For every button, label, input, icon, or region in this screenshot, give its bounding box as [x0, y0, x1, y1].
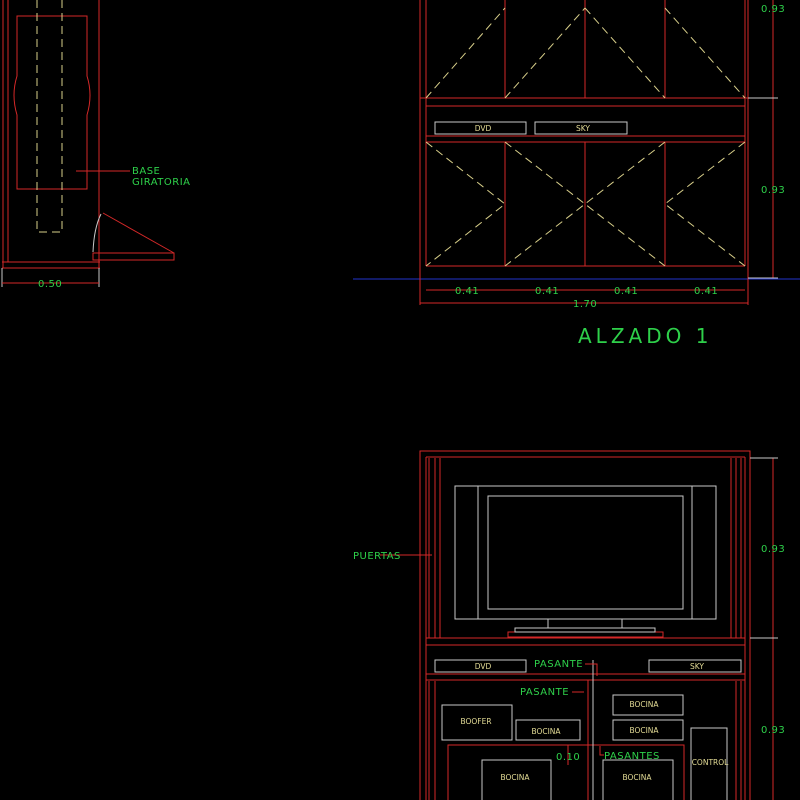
dvd-label: DVD — [475, 662, 492, 671]
drawing-title: ALZADO 1 — [578, 324, 712, 348]
pasante-label: PASANTE — [520, 687, 569, 698]
rotating-base — [13, 15, 91, 190]
dvd-box — [434, 121, 527, 135]
pasantes-label: PASANTES — [604, 751, 660, 762]
boofer-label: BOOFER — [460, 717, 491, 726]
dvd-box — [434, 659, 527, 673]
height-dimension: 0.93 — [761, 544, 785, 555]
height-dimension: 0.93 — [761, 4, 785, 15]
sky-box — [648, 659, 742, 673]
tv-screen — [487, 495, 684, 610]
side-view: 0.50 BASE GIRATORIA — [1, 0, 191, 290]
height-dimension: 0.93 — [761, 725, 785, 736]
gap-dimension: 0.10 — [556, 752, 580, 763]
doors-label: PUERTAS — [353, 551, 401, 562]
sky-box — [534, 121, 628, 135]
base-label: BASE — [132, 166, 160, 177]
sky-label: SKY — [576, 124, 590, 133]
dvd-label: DVD — [475, 124, 492, 133]
sky-label: SKY — [690, 662, 704, 671]
total-width-dimension: 1.70 — [573, 299, 597, 310]
module-dimension: 0.41 — [614, 286, 638, 297]
elevation-1: DVD SKY 0.93 0.93 0.41 0.41 0.41 0.41 1.… — [353, 0, 800, 348]
width-dimension: 0.50 — [38, 279, 62, 290]
bocina-label: BOCINA — [622, 773, 652, 782]
bocina-label: BOCINA — [500, 773, 530, 782]
elevation-2: PUERTAS DVD SKY PASANTE PASANTE BOOFER B… — [353, 450, 785, 800]
module-dimension: 0.41 — [455, 286, 479, 297]
module-dimension: 0.41 — [535, 286, 559, 297]
module-dimension: 0.41 — [694, 286, 718, 297]
control-label: CONTROL — [692, 758, 729, 767]
bocina-label: BOCINA — [629, 726, 659, 735]
bocina-label: BOCINA — [531, 727, 561, 736]
height-dimension: 0.93 — [761, 185, 785, 196]
tv — [454, 485, 717, 633]
pasante-label: PASANTE — [534, 659, 583, 670]
giratoria-label: GIRATORIA — [132, 177, 191, 188]
bocina-label: BOCINA — [629, 700, 659, 709]
